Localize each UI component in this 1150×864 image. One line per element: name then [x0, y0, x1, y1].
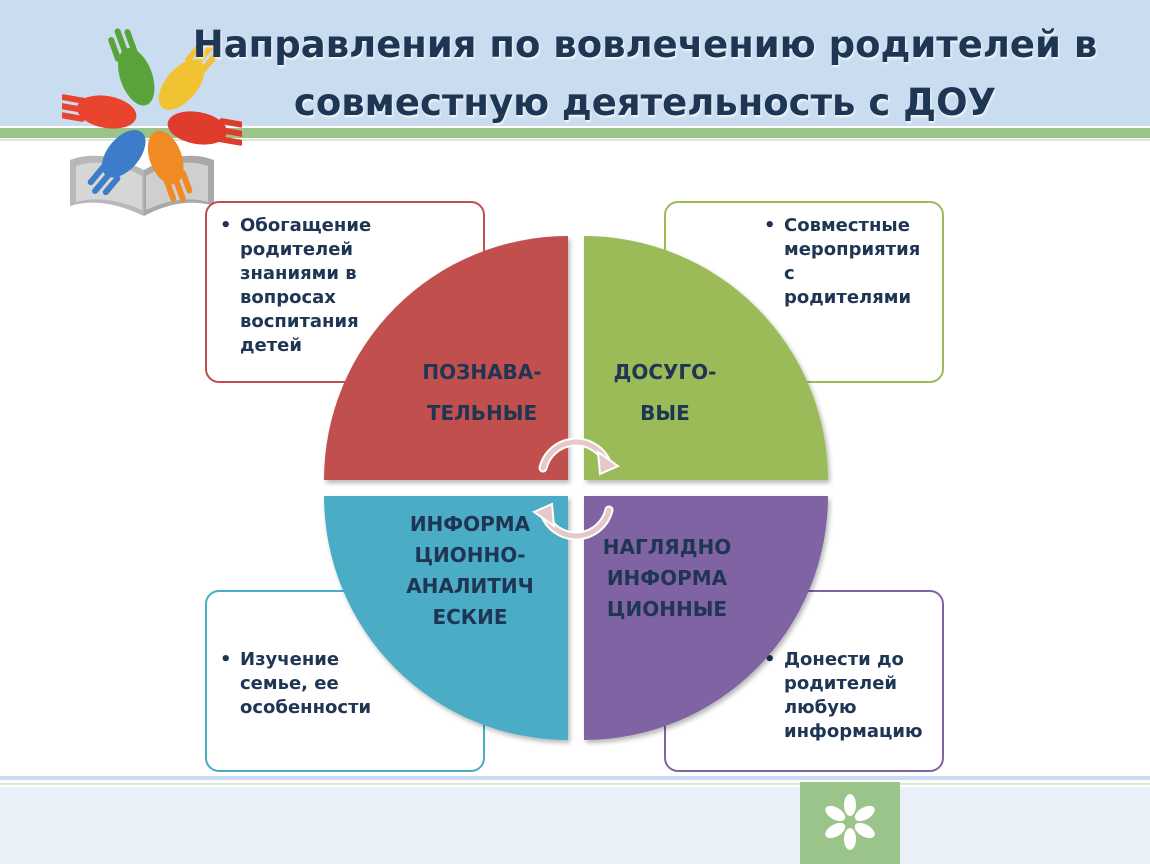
bullet-line: детей — [240, 335, 302, 356]
label-line: ИНФОРМА — [409, 512, 531, 536]
label-leisure: ДОСУГО- ВЫЕ — [590, 352, 740, 434]
sector-cognitive — [324, 236, 568, 480]
bullet-line: информацию — [784, 721, 923, 742]
quadrant-circle — [324, 236, 828, 740]
bullet-line: знаниями в — [240, 263, 357, 284]
bullet-line: с — [784, 263, 795, 284]
bullet-line: родителями — [784, 287, 912, 308]
bullet-cognitive: Обогащение родителей знаниями в вопросах… — [220, 214, 380, 358]
title-line-1: Направления по вовлечению родителей в — [192, 23, 1098, 66]
bullet-visual: Донести до родителей любую информацию — [764, 648, 942, 744]
label-line: АНАЛИТИЧ — [406, 574, 534, 598]
hands-star-icon — [825, 794, 875, 850]
label-line: ТЕЛЬНЫЕ — [426, 401, 538, 425]
bullet-analytical: Изучение семье, ее особенности — [220, 648, 390, 720]
bullet-line: Изучение — [240, 649, 340, 670]
bullet-line: Совместные — [784, 215, 910, 236]
footer-band — [0, 787, 1150, 864]
footer-divider — [0, 776, 1150, 780]
label-analytical: ИНФОРМА ЦИОННО- АНАЛИТИЧ ЕСКИЕ — [390, 509, 550, 633]
bullet-line: особенности — [240, 697, 372, 718]
hands-book-logo — [62, 28, 242, 216]
bullet-line: мероприятия — [784, 239, 921, 260]
bullet-line: Обогащение — [240, 215, 372, 236]
label-line: ВЫЕ — [640, 401, 690, 425]
bullet-line: родителей — [240, 239, 354, 260]
bullet-line: родителей — [784, 673, 898, 694]
sector-visual — [584, 496, 828, 740]
bullet-line: семье, ее — [240, 673, 339, 694]
header-divider — [0, 128, 1150, 138]
sector-analytical — [324, 496, 568, 740]
footer-divider-thin — [0, 783, 1150, 785]
sector-leisure — [584, 236, 828, 480]
bullet-line: любую — [784, 697, 857, 718]
label-cognitive: ПОЗНАВА- ТЕЛЬНЫЕ — [392, 352, 572, 434]
title-line-2: совместную деятельность с ДОУ — [293, 81, 997, 124]
label-line: ЦИОННЫЕ — [606, 597, 728, 621]
label-line: ДОСУГО- — [613, 360, 717, 384]
bullet-line: Донести до — [784, 649, 904, 670]
label-line: ЕСКИЕ — [432, 605, 508, 629]
bullet-line: вопросах — [240, 287, 336, 308]
bullet-line: воспитания — [240, 311, 359, 332]
bullet-leisure: Совместные мероприятия с родителями — [764, 214, 942, 310]
slide-title: Направления по вовлечению родителей в со… — [140, 16, 1150, 132]
footer-badge — [800, 782, 900, 864]
label-line: НАГЛЯДНО — [602, 535, 732, 559]
label-line: ПОЗНАВА- — [422, 360, 542, 384]
header-divider-thin — [0, 139, 1150, 141]
label-line: ЦИОННО- — [414, 543, 526, 567]
label-visual: НАГЛЯДНО ИНФОРМА ЦИОННЫЕ — [592, 532, 742, 625]
label-line: ИНФОРМА — [606, 566, 728, 590]
